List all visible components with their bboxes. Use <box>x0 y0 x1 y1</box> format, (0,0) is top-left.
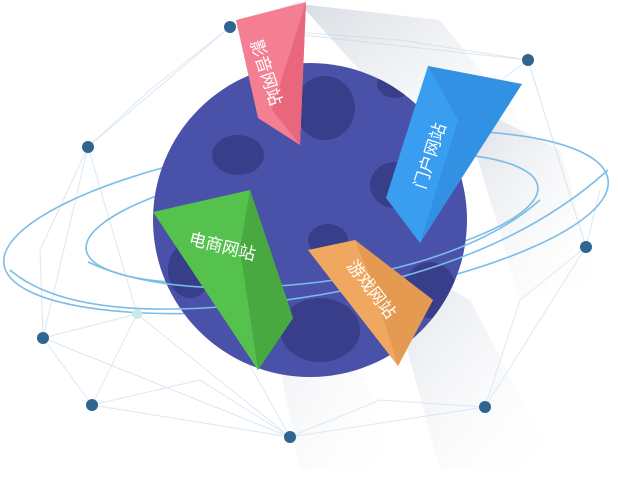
flag-movie[interactable]: 影音网站 <box>236 2 306 145</box>
network-node <box>479 401 491 413</box>
network-node <box>37 332 49 344</box>
network-node-light <box>132 309 142 319</box>
network-node <box>86 399 98 411</box>
network-node <box>580 241 592 253</box>
flag-portal[interactable]: 门户网站 <box>386 66 522 243</box>
crater <box>280 298 360 362</box>
flag-ecommerce[interactable]: 电商网站 <box>153 190 293 370</box>
crater <box>295 76 355 140</box>
network-node <box>522 54 534 66</box>
crater <box>212 135 264 175</box>
network-node <box>224 21 236 33</box>
network-node <box>82 141 94 153</box>
orbit-rings-front <box>9 169 609 310</box>
network-node <box>284 431 296 443</box>
network-nodes <box>37 21 592 443</box>
